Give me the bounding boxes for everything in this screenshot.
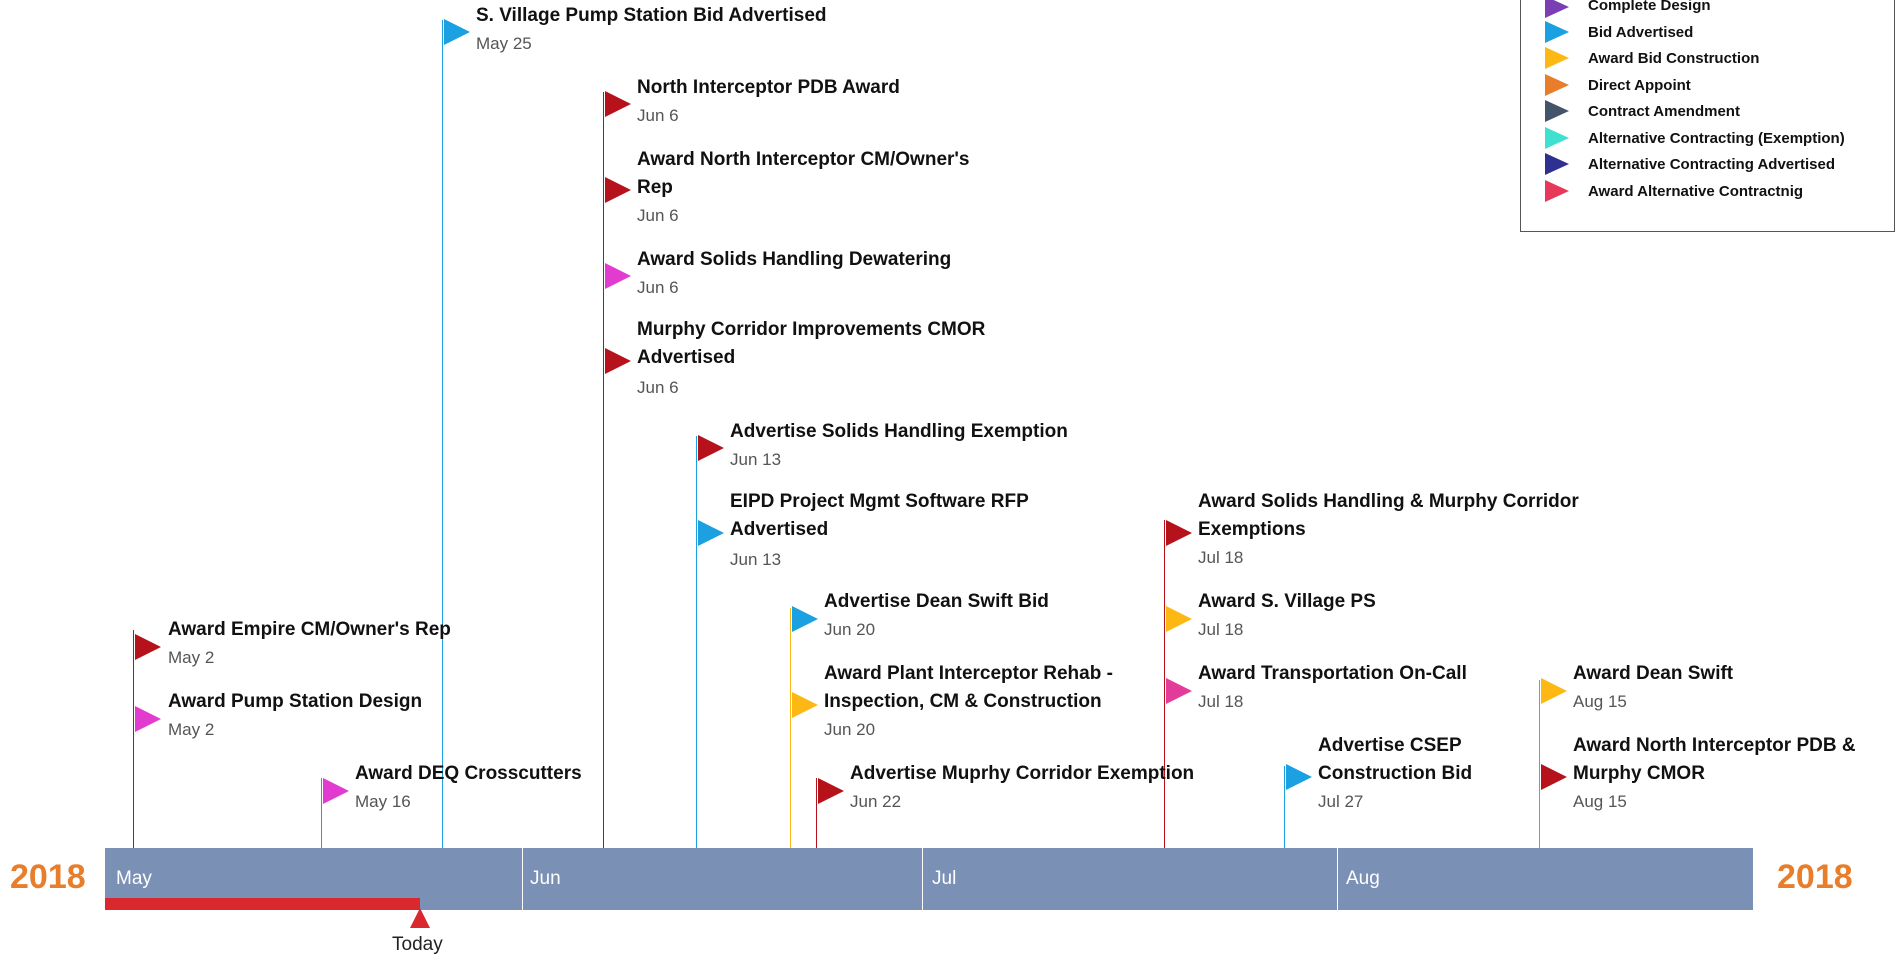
- milestone-date: Jun 6: [637, 278, 679, 297]
- legend: Complete Design Bid Advertised Award Bid…: [1520, 0, 1895, 232]
- milestone-title: Advertise Solids Handling Exemption: [730, 421, 1068, 442]
- milestone-date: Jun 22: [850, 792, 902, 811]
- milestone-date: May 2: [168, 648, 215, 667]
- flag-icon: [605, 348, 631, 374]
- today-label: Today: [392, 934, 443, 955]
- stem-jun22: [816, 778, 817, 848]
- flag-icon: [1545, 74, 1569, 96]
- milestone-title: Advertise CSEP Construction Bid: [1318, 735, 1473, 784]
- flag-icon: [135, 706, 161, 732]
- milestone-title: Murphy Corridor Improvements CMOR Advert…: [637, 319, 986, 368]
- milestone-title: Award Solids Handling & Murphy Corridor …: [1198, 491, 1579, 540]
- legend-label: Complete Design: [1588, 0, 1711, 14]
- milestone-title: Award Dean Swift: [1573, 663, 1734, 684]
- elapsed-progress-bar: [105, 898, 420, 910]
- milestone-date: Jun 20: [824, 620, 876, 639]
- milestone-title: Award Plant Interceptor Rehab - Inspecti…: [824, 663, 1113, 712]
- stem-may16: [321, 778, 322, 848]
- month-divider: [1337, 848, 1338, 910]
- flag-icon: [444, 19, 470, 45]
- milestone-title: Award S. Village PS: [1198, 591, 1376, 612]
- flag-icon: [1541, 678, 1567, 704]
- flag-icon: [698, 435, 724, 461]
- milestone-date: Jun 13: [730, 550, 782, 569]
- today-marker-icon: [410, 908, 430, 928]
- flag-icon: [605, 177, 631, 203]
- legend-label: Alternative Contracting Advertised: [1588, 156, 1835, 173]
- milestone-date: May 25: [476, 34, 532, 53]
- milestone-title: Advertise Muprhy Corridor Exemption: [850, 763, 1195, 784]
- legend-label: Award Bid Construction: [1588, 50, 1760, 67]
- milestone-date: May 16: [355, 792, 411, 811]
- milestone-title: S. Village Pump Station Bid Advertised: [476, 5, 827, 26]
- milestone-date: Jul 18: [1198, 692, 1244, 711]
- flag-icon: [605, 263, 631, 289]
- milestone-date: Jul 18: [1198, 620, 1244, 639]
- flag-icon: [1545, 21, 1569, 43]
- milestone-title: Award Transportation On-Call: [1198, 663, 1467, 684]
- flag-icon: [1166, 520, 1192, 546]
- stem-jun13: [696, 436, 697, 848]
- month-label-jun: Jun: [530, 868, 561, 889]
- month-label-may: May: [116, 868, 152, 889]
- milestone-date: Jun 13: [730, 450, 782, 469]
- month-divider: [922, 848, 923, 910]
- stem-jul18: [1164, 520, 1165, 848]
- milestone-date: Jun 6: [637, 378, 679, 397]
- milestone-date: Jun 20: [824, 720, 876, 739]
- month-label-aug: Aug: [1346, 868, 1380, 889]
- milestone-title: Award North Interceptor CM/Owner's Rep: [637, 149, 970, 198]
- flag-icon: [1166, 606, 1192, 632]
- flag-icon: [1545, 0, 1569, 18]
- year-label-right: 2018: [1777, 858, 1853, 896]
- milestone-date: Aug 15: [1573, 692, 1627, 711]
- flag-icon: [1545, 127, 1569, 149]
- flag-icon: [135, 634, 161, 660]
- legend-label: Alternative Contracting (Exemption): [1588, 130, 1845, 147]
- milestone-title: North Interceptor PDB Award: [637, 77, 900, 98]
- milestone-title: Advertise Dean Swift Bid: [824, 591, 1049, 612]
- milestone-date: Aug 15: [1573, 792, 1627, 811]
- milestone-title: Award North Interceptor PDB & Murphy CMO…: [1573, 735, 1856, 784]
- flag-icon: [323, 778, 349, 804]
- stem-may2: [133, 630, 134, 848]
- legend-label: Award Alternative Contractnig: [1588, 183, 1804, 200]
- flag-icon: [1545, 100, 1569, 122]
- milestone-date: Jun 6: [637, 206, 679, 225]
- legend-label: Contract Amendment: [1588, 103, 1740, 120]
- year-label-left: 2018: [10, 858, 86, 896]
- flag-icon: [792, 606, 818, 632]
- month-label-jul: Jul: [932, 868, 957, 889]
- flag-icon: [1166, 678, 1192, 704]
- flag-icon: [698, 520, 724, 546]
- flag-icon: [1286, 764, 1312, 790]
- stem-jul27: [1284, 766, 1285, 848]
- milestone-date: Jul 27: [1318, 792, 1364, 811]
- legend-label: Bid Advertised: [1588, 24, 1694, 41]
- milestone-date: May 2: [168, 720, 215, 739]
- flag-icon: [1545, 47, 1569, 69]
- milestone-title: Award Empire CM/Owner's Rep: [168, 619, 451, 640]
- stem-jun6: [603, 92, 604, 848]
- milestone-date: Jul 18: [1198, 548, 1244, 567]
- flag-icon: [1541, 764, 1567, 790]
- milestone-date: Jun 6: [637, 106, 679, 125]
- stem-may25: [442, 20, 443, 848]
- flag-icon: [818, 778, 844, 804]
- flag-icon: [1545, 153, 1569, 175]
- stem-aug15: [1539, 680, 1540, 848]
- milestone-title: Award DEQ Crosscutters: [355, 763, 582, 784]
- milestone-title: Award Pump Station Design: [168, 691, 423, 712]
- stem-jun20: [790, 608, 791, 848]
- milestone-title: Award Solids Handling Dewatering: [637, 249, 952, 270]
- flag-icon: [605, 91, 631, 117]
- flag-icon: [1545, 180, 1569, 202]
- month-divider: [522, 848, 523, 910]
- flag-icon: [792, 692, 818, 718]
- legend-label: Direct Appoint: [1588, 77, 1691, 94]
- milestone-title: EIPD Project Mgmt Software RFP Advertise…: [730, 491, 1029, 540]
